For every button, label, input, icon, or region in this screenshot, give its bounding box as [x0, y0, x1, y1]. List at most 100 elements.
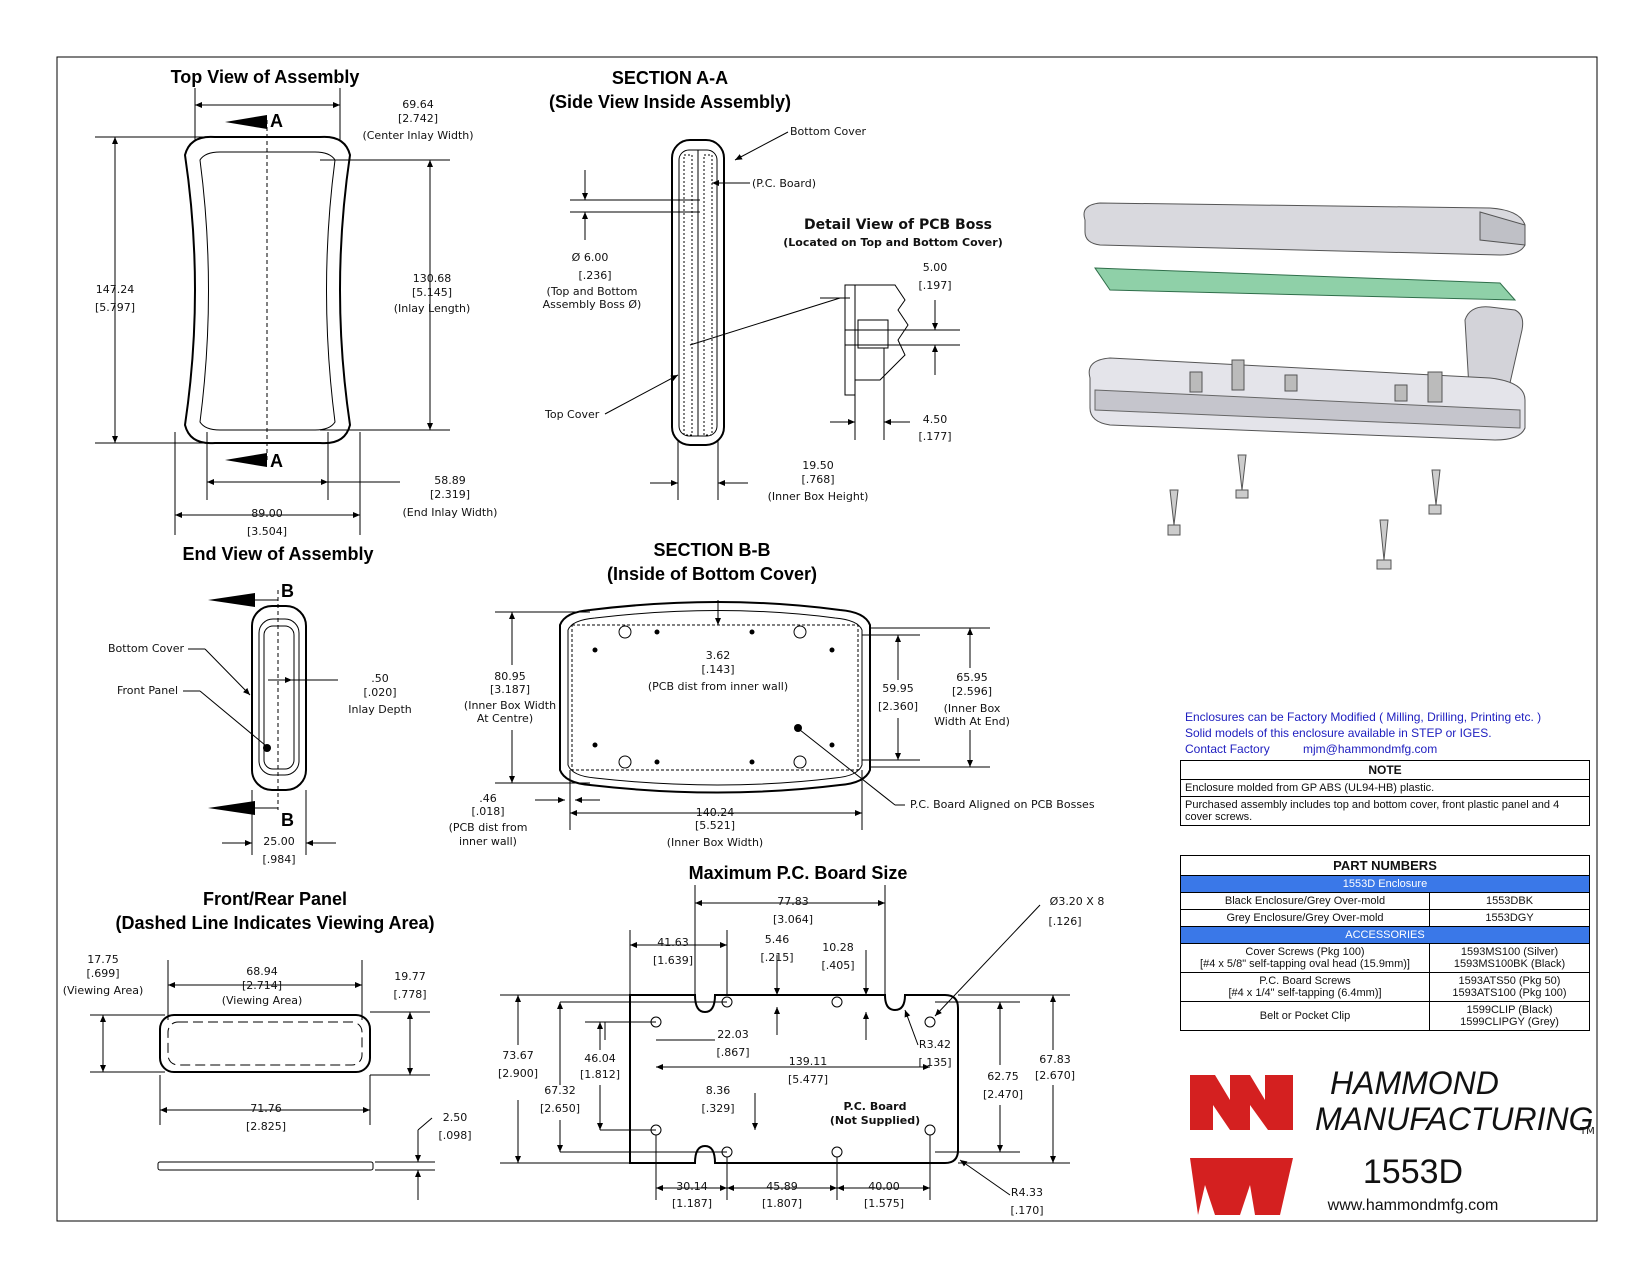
- dimension-label: [.236]: [578, 269, 611, 282]
- dimension-label: 140.24: [696, 806, 735, 819]
- model-number: 1553D: [1363, 1153, 1463, 1191]
- dimension-label: At Centre): [477, 712, 533, 725]
- dimension-label: Width At End): [934, 715, 1010, 728]
- dimension-label: 17.75: [87, 953, 119, 966]
- section-a-a: SECTION A-A (Side View Inside Assembly) …: [543, 68, 869, 503]
- dimension-label: [1.812]: [580, 1068, 620, 1081]
- dimension-label: [1.575]: [864, 1197, 904, 1210]
- dimension-label: (Center Inlay Width): [362, 129, 473, 142]
- dimension-label: [.143]: [701, 663, 734, 676]
- dimension-label: [.768]: [801, 473, 834, 486]
- dimension-label: 4.50: [923, 413, 948, 426]
- dimension-label: 5.46: [765, 933, 790, 946]
- dimension-label: [.405]: [821, 959, 854, 972]
- dimension-label: [1.639]: [653, 954, 693, 967]
- dimension-label: Top Cover: [544, 408, 600, 421]
- dimension-label: Bottom Cover: [790, 125, 867, 138]
- end-view: End View of Assembly B B Bottom Cover Fr…: [108, 544, 412, 866]
- contact-factory: Contact Factory: [1185, 742, 1270, 756]
- table-row: Cover Screws (Pkg 100)[#4 x 5/8" self-ta…: [1180, 943, 1590, 973]
- dimension-label: Inlay Depth: [348, 703, 412, 716]
- dimension-label: 147.24: [96, 283, 135, 296]
- section-b-marker-top: B: [281, 581, 294, 601]
- end-view-title: End View of Assembly: [182, 544, 373, 564]
- dimension-label: (Inlay Length): [394, 302, 471, 315]
- dimension-label: 130.68: [413, 272, 452, 285]
- dimension-label: 8.36: [706, 1084, 731, 1097]
- section-bb-subtitle: (Inside of Bottom Cover): [607, 564, 817, 584]
- dimension-label: [3.504]: [247, 525, 287, 538]
- dimension-label: Ø3.20 X 8: [1050, 895, 1105, 908]
- website-url: www.hammondmfg.com: [1327, 1197, 1499, 1214]
- dimension-label: [5.797]: [95, 301, 135, 314]
- dimension-label: R4.33: [1011, 1186, 1043, 1199]
- section-aa-subtitle: (Side View Inside Assembly): [549, 92, 791, 112]
- dimension-label: (Inner Box Width): [667, 836, 763, 849]
- top-view: Top View of Assembly A A 69.64 [2.742] (…: [95, 67, 498, 538]
- note-row-material: Enclosure molded from GP ABS (UL94-HB) p…: [1180, 779, 1590, 797]
- dimension-label: (PCB dist from: [449, 821, 528, 834]
- section-aa-title: SECTION A-A: [612, 68, 728, 88]
- section-b-b: SECTION B-B (Inside of Bottom Cover) 3.6…: [449, 540, 1095, 849]
- dimension-label: Solid models of this enclosure available…: [1185, 726, 1492, 740]
- max-pcb-title: Maximum P.C. Board Size: [689, 863, 908, 883]
- dimension-label: 19.50: [802, 459, 834, 472]
- dimension-label: R3.42: [919, 1038, 951, 1051]
- dimension-label: (Viewing Area): [222, 994, 303, 1007]
- dimension-label: [2.825]: [246, 1120, 286, 1133]
- dimension-label: P.C. Board: [844, 1100, 907, 1113]
- front-panel-subtitle: (Dashed Line Indicates Viewing Area): [115, 913, 434, 933]
- detail-pcb-boss: Detail View of PCB Boss (Located on Top …: [689, 217, 1003, 443]
- dimension-label: 25.00: [263, 835, 295, 848]
- dimension-label: (Not Supplied): [830, 1114, 920, 1127]
- contact-email: mjm@hammondmfg.com: [1303, 742, 1437, 756]
- detail-title: Detail View of PCB Boss: [804, 217, 992, 233]
- dimension-label: [1.807]: [762, 1197, 802, 1210]
- dimension-label: inner wall): [459, 835, 517, 848]
- part-numbers-title: PART NUMBERS: [1180, 855, 1590, 876]
- dimension-label: 71.76: [250, 1102, 282, 1115]
- dimension-label: Bottom Cover: [108, 642, 185, 655]
- dimension-label: [.329]: [701, 1102, 734, 1115]
- dimension-label: P.C. Board Aligned on PCB Bosses: [910, 798, 1095, 811]
- dimension-label: [.197]: [918, 279, 951, 292]
- front-rear-panel: Front/Rear Panel (Dashed Line Indicates …: [63, 889, 472, 1200]
- dimension-label: [2.742]: [398, 112, 438, 125]
- dimension-label: 5.00: [923, 261, 948, 274]
- hammond-logo: HAMMOND MANUFACTURING TM 1553D www.hammo…: [1190, 1065, 1595, 1215]
- dimension-label: [.215]: [760, 951, 793, 964]
- dimension-label: [5.521]: [695, 819, 735, 832]
- dimension-label: (End Inlay Width): [403, 506, 498, 519]
- table-row: Belt or Pocket Clip 1599CLIP (Black)1599…: [1180, 1001, 1590, 1031]
- dimension-label: 89.00: [251, 507, 283, 520]
- dimension-label: [.098]: [438, 1129, 471, 1142]
- dimension-label: 62.75: [987, 1070, 1019, 1083]
- dimension-label: [.126]: [1048, 915, 1081, 928]
- dimension-label: [3.064]: [773, 913, 813, 926]
- dimension-label: [2.900]: [498, 1067, 538, 1080]
- section-bb-title: SECTION B-B: [654, 540, 771, 560]
- section-a-marker-top: A: [270, 111, 283, 131]
- dimension-label: [5.145]: [412, 286, 452, 299]
- dimension-label: [2.714]: [242, 979, 282, 992]
- brand-tm: TM: [1579, 1126, 1595, 1137]
- max-pcb-size: Maximum P.C. Board Size P.C. Board (Not …: [498, 863, 1104, 1217]
- dimension-label: (Inner Box Width: [464, 699, 556, 712]
- dimension-label: [.699]: [86, 967, 119, 980]
- front-panel-title: Front/Rear Panel: [203, 889, 347, 909]
- dimension-label: (PCB dist from inner wall): [648, 680, 788, 693]
- dimension-label: 22.03: [717, 1028, 749, 1041]
- dimension-label: 67.32: [544, 1084, 576, 1097]
- dimension-label: 41.63: [657, 936, 689, 949]
- dimension-label: [.177]: [918, 430, 951, 443]
- brand-line1: HAMMOND: [1330, 1065, 1499, 1101]
- dimension-label: [.867]: [716, 1046, 749, 1059]
- dimension-label: 68.94: [246, 965, 278, 978]
- dimension-label: [.135]: [918, 1056, 951, 1069]
- dimension-label: 65.95: [956, 671, 988, 684]
- dimension-label: 69.64: [402, 98, 434, 111]
- dimension-label: 73.67: [502, 1049, 534, 1062]
- dimension-label: Front Panel: [117, 684, 178, 697]
